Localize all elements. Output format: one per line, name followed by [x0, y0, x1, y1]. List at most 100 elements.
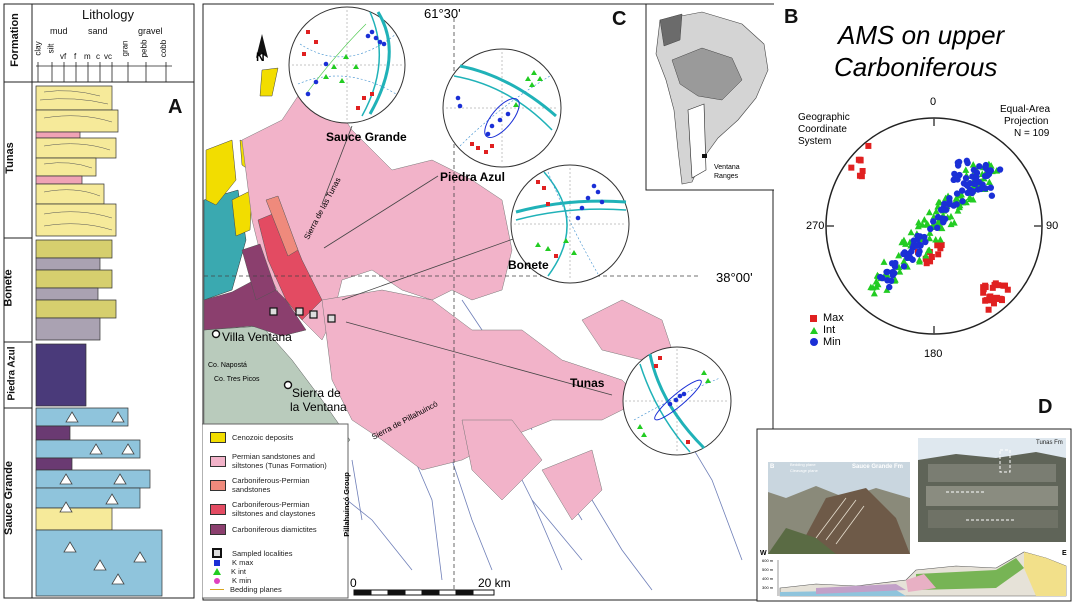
legend-swatch [210, 455, 226, 467]
max-point [938, 241, 945, 248]
legend-label: K min [232, 576, 252, 585]
int-point [872, 277, 880, 285]
min-point [934, 213, 942, 221]
int-point [902, 240, 910, 247]
panel-d-figure [756, 428, 1072, 602]
formation-label-bonete: Bonete [2, 269, 15, 307]
elevation-300: 300 m [762, 585, 774, 590]
panel-letter-c: C [612, 8, 627, 30]
ams-title-line2: Carboniferous [834, 52, 998, 82]
panel-c: 61°30' 38°00' N Sauce Grande Piedra Azul… [201, 0, 777, 603]
int-point [916, 258, 924, 265]
legend-item-diamictites: Carboniferous diamictites [210, 524, 317, 535]
formation-label-sauce-grande: Sauce Grande [2, 461, 15, 535]
legend-kint: K int [210, 567, 246, 576]
legend-item-permian: Permian sandstones and siltstones (Tunas… [210, 452, 330, 470]
int-point [955, 203, 963, 211]
int-point [947, 220, 955, 228]
min-point [905, 251, 912, 258]
coord-line3: System [798, 136, 832, 147]
legend-label: Sampled localities [232, 548, 293, 558]
int-point [922, 252, 930, 259]
max-point [982, 282, 989, 289]
int-point [867, 283, 875, 291]
grain-group-gravel: gravel [138, 26, 163, 36]
section-east: E [1062, 550, 1067, 557]
int-point [985, 178, 993, 185]
int-point [900, 257, 908, 265]
int-triangle-icon [810, 326, 818, 334]
legend-swatch [210, 503, 226, 515]
grain-size-cobb: cobb [159, 39, 169, 58]
formation-label-piedra-azul: Piedra Azul [6, 346, 18, 401]
min-point [883, 268, 890, 276]
site-label-piedra-azul: Piedra Azul [440, 170, 505, 184]
legend-kmax: K max [210, 558, 253, 567]
min-point [972, 180, 979, 188]
max-point [856, 172, 863, 179]
grain-size-clay: clay [33, 41, 43, 56]
max-point [865, 142, 872, 149]
int-point [935, 198, 943, 206]
grain-size-m: m [84, 52, 91, 61]
azimuth-0: 0 [930, 96, 937, 108]
section-west: W [760, 550, 767, 557]
ams-points [848, 142, 1011, 313]
min-point [982, 185, 989, 192]
legend-label: Carboniferous-Permian sandstones [232, 476, 310, 494]
min-point [900, 263, 908, 270]
int-point [920, 216, 928, 223]
legend-label: Int [823, 324, 836, 336]
grain-size-pebb: pebb [139, 39, 149, 58]
place-co-tres-picos: Co. Tres Picos [214, 376, 260, 383]
place-villa-ventana: Villa Ventana [222, 330, 292, 344]
max-point [923, 260, 930, 267]
min-point [970, 166, 978, 174]
panel-letter-d: D [1038, 396, 1053, 418]
int-point [870, 289, 878, 297]
min-point [962, 174, 970, 182]
formation-header: Formation [8, 13, 21, 67]
min-point [916, 248, 923, 255]
elevation-600: 600 m [762, 558, 774, 563]
lithology-title: Lithology [82, 7, 135, 22]
min-point [927, 225, 934, 233]
panel-d: D Sauce Grande Fm B Bedding plane Cleava… [756, 396, 1072, 603]
max-point [980, 289, 987, 296]
photo1-legend1: Bedding plane [790, 462, 816, 467]
map-legend: Cenozoic deposits Permian sandstones and… [202, 424, 348, 598]
proj-line1: Equal-Area [1000, 104, 1051, 115]
legend-label: Carboniferous diamictites [232, 525, 317, 534]
min-point [951, 176, 958, 183]
inset-label-line1: Ventana [714, 164, 740, 171]
grain-size-vc: vc [104, 52, 112, 61]
legend-label: Carboniferous-Permian siltstones and cla… [232, 500, 316, 518]
int-point [918, 221, 926, 228]
grain-size-c: c [96, 52, 100, 61]
min-point [922, 238, 929, 246]
photo1-legend2: Cleavage plane [790, 468, 818, 473]
int-point [932, 235, 940, 243]
max-point [937, 245, 944, 252]
max-point [922, 255, 929, 262]
azimuth-270: 270 [806, 220, 825, 232]
int-point [926, 229, 934, 236]
max-point [986, 294, 993, 301]
legend-max: Max [810, 312, 844, 324]
stereonet-tunas [622, 346, 732, 456]
min-point [951, 170, 958, 178]
place-sierra-de: Sierra de [292, 386, 341, 400]
min-point [921, 233, 928, 241]
max-point [980, 285, 987, 292]
min-point [889, 271, 896, 279]
stereonet-bonete [510, 164, 630, 284]
legend-sampled-localities: Sampled localities [210, 548, 292, 558]
min-point [950, 202, 957, 209]
stereonet-sauce-grande [288, 6, 406, 124]
max-point [996, 295, 1003, 302]
inset-label-line2: Ranges [714, 173, 739, 180]
min-point [964, 182, 971, 189]
formation-label-tunas: Tunas [3, 142, 16, 174]
max-point [848, 164, 855, 171]
legend-kmin: K min [210, 576, 251, 585]
